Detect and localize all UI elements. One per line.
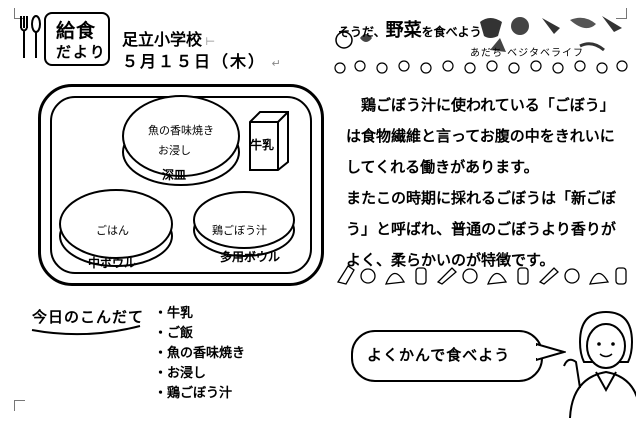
main-dish-item: 魚の香味焼き — [148, 124, 214, 137]
crop-mark — [14, 8, 25, 19]
soup-bowl-label: 多用ボウル — [220, 250, 281, 264]
gobo-article: 鶏ごぼう汁に使われている「ごぼう」は食物繊維と言ってお腹の中をきれいにしてくれる… — [346, 90, 626, 276]
main-dish-plate — [122, 95, 240, 186]
milk-label: 牛乳 — [250, 138, 275, 152]
banner-subtitle: あだち ベジタベライフ — [470, 48, 584, 59]
school-name: 足立小学校 ⊢ — [122, 30, 216, 49]
menu-item: ・ご飯 — [154, 326, 194, 341]
article-paragraph: またこの時期に採れるごぼうは「新ごぼう」と呼ばれ、普通のごぼうより香りがよく、柔… — [346, 189, 617, 269]
rice-bowl-label: 中ボウル — [88, 256, 137, 270]
fork-spoon-icon — [16, 12, 42, 62]
vegetable-banner-illustration — [334, 16, 628, 74]
issue-date: ５月１５日（木） ↵ — [122, 52, 283, 71]
menu-item: ・お浸し — [154, 366, 207, 381]
main-dish-bowl-label: 深皿 — [162, 168, 187, 182]
rice-item: ごはん — [96, 224, 129, 237]
crop-mark — [616, 8, 627, 19]
crop-mark — [14, 400, 25, 411]
speech-bubble-tail — [536, 342, 566, 362]
slogan-text: よくかんで食べよう — [367, 346, 511, 364]
slogan-bubble: よくかんで食べよう — [351, 330, 543, 382]
menu-item: ・鶏ごぼう汁 — [154, 386, 233, 401]
todays-menu-title: 今日のこんだて — [28, 300, 144, 336]
menu-item: ・魚の香味焼き — [154, 346, 246, 361]
soup-item: 鶏ごぼう汁 — [212, 224, 267, 237]
newsletter-logo: 給食 だより — [44, 12, 110, 66]
milk-carton-icon — [249, 111, 289, 171]
logo-sub-text: だより — [56, 43, 107, 61]
rice-bowl — [59, 189, 173, 267]
logo-main-text: 給食 — [56, 20, 97, 42]
menu-item: ・牛乳 — [154, 306, 194, 321]
article-paragraph: 鶏ごぼう汁に使われている「ごぼう」は食物繊維と言ってお腹の中をきれいにしてくれる… — [346, 96, 615, 176]
nutritionist-illustration — [563, 310, 636, 418]
side-dish-item: お浸し — [158, 144, 191, 157]
todays-menu-list: ・牛乳 ・ご飯 ・魚の香味焼き ・お浸し ・鶏ごぼう汁 — [154, 304, 245, 404]
vegetable-border-illustration — [336, 265, 627, 285]
banner-title: そうだ、野菜を食べよう — [338, 20, 482, 41]
soup-bowl — [193, 191, 295, 257]
